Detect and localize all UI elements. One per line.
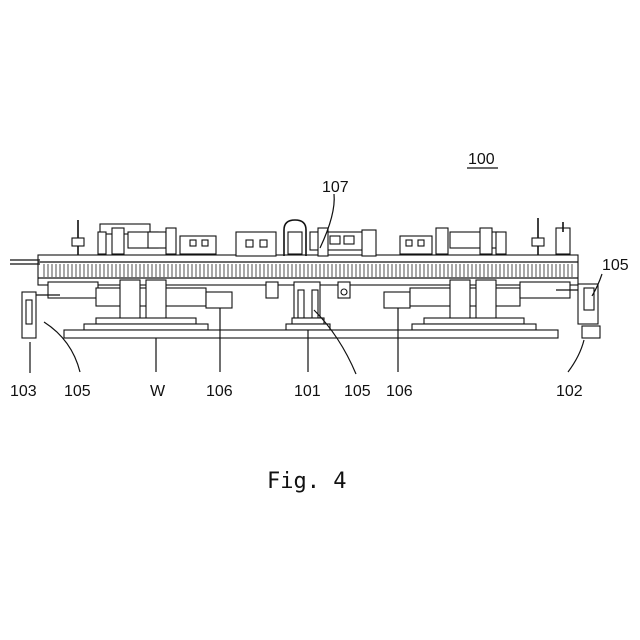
- label-106-right: 106: [386, 383, 413, 400]
- label-102: 102: [556, 383, 583, 400]
- label-105-mid: 105: [344, 383, 371, 400]
- label-103: 103: [10, 383, 37, 400]
- label-106-left: 106: [206, 383, 233, 400]
- label-105-left: 105: [64, 383, 91, 400]
- center-top-mechanism: [236, 220, 376, 256]
- end-bracket-103: [22, 292, 60, 338]
- workpiece-w: [64, 330, 558, 338]
- cylinder-106-left: [206, 292, 232, 308]
- figure-caption: Fig. 4: [267, 469, 346, 494]
- suction-pads: [84, 318, 536, 330]
- label-105-right: 105: [602, 257, 629, 274]
- right-top-mechanism: [400, 218, 570, 255]
- left-top-mechanism: [72, 220, 216, 255]
- cylinder-106-right: [384, 292, 410, 308]
- label-101: 101: [294, 383, 321, 400]
- label-107: 107: [322, 179, 349, 196]
- label-w: W: [150, 383, 166, 400]
- underside-assemblies: [48, 280, 570, 320]
- reference-label-100: 100: [468, 151, 495, 168]
